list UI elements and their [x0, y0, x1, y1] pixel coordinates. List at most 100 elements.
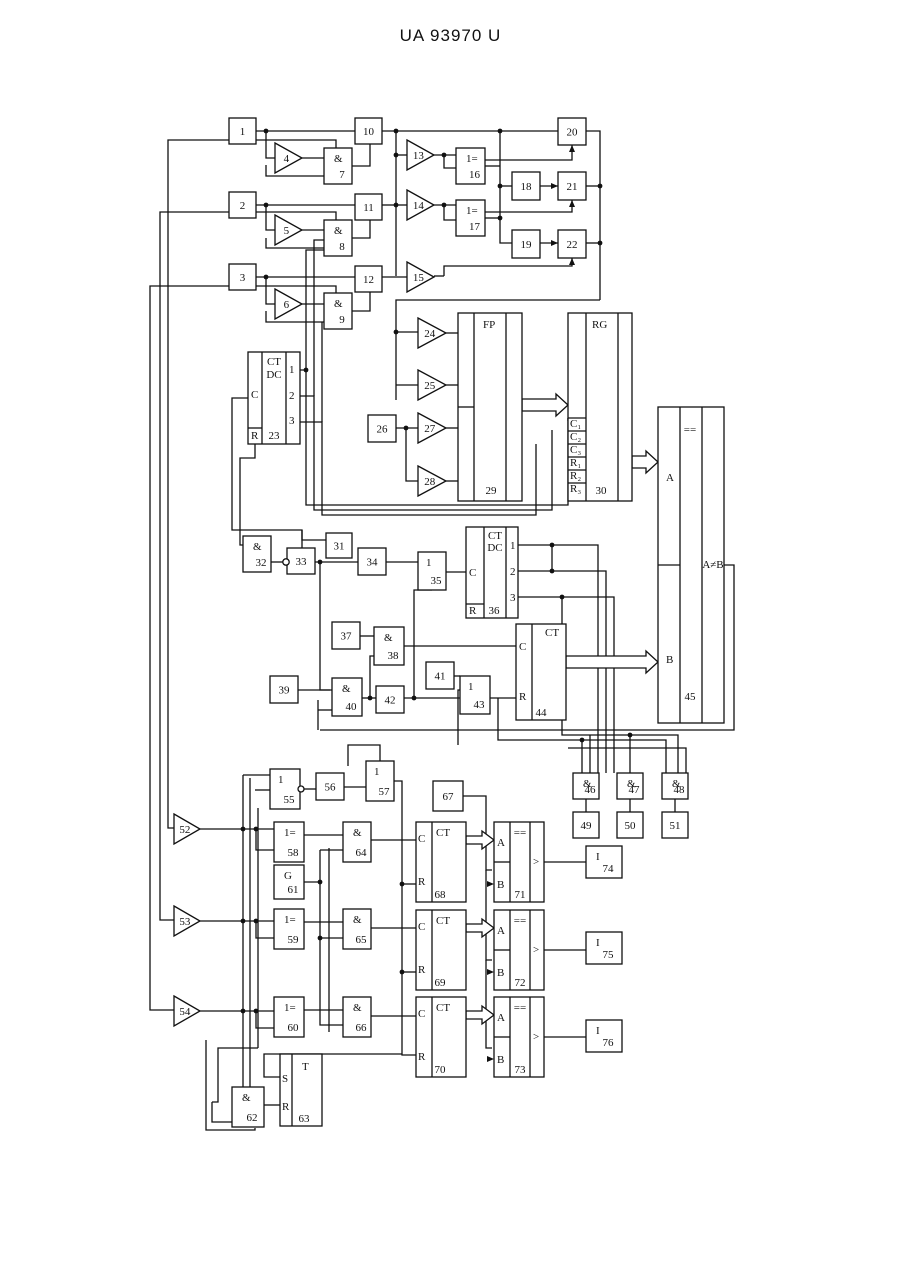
block-39-number: 39 [279, 685, 291, 697]
junction [304, 368, 309, 373]
block-51-number: 51 [670, 820, 681, 832]
cmp-gt-73: > [533, 1031, 539, 1043]
cmp-pin-a-72: A [497, 925, 505, 937]
pin-c-44: C [519, 641, 526, 653]
arrowhead [551, 183, 558, 189]
block-74-number: 74 [603, 863, 615, 875]
block-56-number: 56 [325, 782, 337, 794]
junction [318, 560, 323, 565]
block-59-function: 1= [284, 914, 296, 926]
block-42-number: 42 [385, 695, 396, 707]
junction [498, 216, 503, 221]
pin-s-63: S [282, 1073, 288, 1085]
block-20-number: 20 [567, 127, 579, 139]
rg-pin-r2: R₂ [570, 470, 581, 482]
wire [352, 220, 370, 238]
block-23-number: 23 [269, 430, 281, 442]
block-76-function: I [596, 1025, 600, 1037]
wire [444, 155, 456, 168]
cmp-gt-72: > [533, 944, 539, 956]
block-66-number: 66 [356, 1022, 368, 1034]
junction [550, 543, 555, 548]
block-64-function: & [353, 827, 362, 839]
wire [394, 781, 416, 1055]
block-11-number: 11 [363, 202, 374, 214]
block-31-number: 31 [334, 541, 345, 553]
block-59-number: 59 [288, 934, 300, 946]
block-73-number: 73 [515, 1064, 527, 1076]
block-72-function: == [514, 915, 526, 927]
block-16-function: 1= [466, 153, 478, 165]
junction [254, 1009, 259, 1014]
block-68-number: 68 [435, 889, 447, 901]
block-30-number: 30 [596, 485, 608, 497]
block-35-number: 35 [431, 575, 443, 587]
block-76-number: 76 [603, 1037, 615, 1049]
block-73-function: == [514, 1002, 526, 1014]
block-14-number: 14 [413, 200, 425, 212]
pin-36-out-3: 3 [510, 592, 516, 604]
block-58-number: 58 [288, 847, 300, 859]
block-69-number: 69 [435, 977, 447, 989]
comparator-pin-a: A [666, 472, 674, 484]
wire [168, 140, 336, 828]
block-36-function: DC [487, 542, 502, 554]
junction [394, 203, 399, 208]
rg-pin-c1: C₁ [570, 418, 581, 430]
junction [580, 738, 585, 743]
block-68-function: CT [436, 827, 450, 839]
block-40-function: & [342, 683, 351, 695]
cmp-gt-71: > [533, 856, 539, 868]
block-61-number: 61 [288, 884, 299, 896]
junction [598, 241, 603, 246]
block-8-number: 8 [339, 241, 345, 253]
block-28-number: 28 [424, 476, 436, 488]
block-63-number: 63 [299, 1113, 311, 1125]
block-33-number: 33 [296, 556, 308, 568]
wire [306, 250, 324, 370]
junction [412, 696, 417, 701]
block-75-function: I [596, 937, 600, 949]
junction [264, 203, 269, 208]
block-12-number: 12 [363, 274, 374, 286]
block-36-function: CT [488, 530, 502, 542]
pin-c-36: C [469, 567, 476, 579]
block-23-function: CT [267, 356, 281, 368]
block-29-number: 29 [486, 485, 498, 497]
junction [394, 330, 399, 335]
junction [254, 827, 259, 832]
block-71-number: 71 [515, 889, 526, 901]
data-bus-arrow [466, 831, 494, 849]
block-37-number: 37 [341, 631, 353, 643]
block-62-number: 62 [247, 1112, 258, 1124]
wire [586, 131, 600, 300]
wire [485, 145, 572, 160]
block-62-function: & [242, 1092, 251, 1104]
wire [266, 205, 275, 230]
block-29-function: FP [483, 319, 495, 331]
arrowhead [487, 1056, 494, 1062]
pin-36-out-2: 2 [510, 566, 516, 578]
rg-pin-r3: R₃ [570, 483, 581, 495]
block-72-number: 72 [515, 977, 526, 989]
wire [406, 428, 418, 481]
block-55-number: 55 [284, 794, 296, 806]
wire [256, 829, 274, 850]
block-32-number: 32 [256, 557, 267, 569]
junction [241, 919, 246, 924]
block-34-number: 34 [367, 557, 379, 569]
arrowhead [569, 258, 575, 265]
block-32-function: & [253, 541, 262, 553]
data-bus-arrow [522, 394, 568, 416]
junction [442, 153, 447, 158]
block-19-number: 19 [521, 239, 533, 251]
junction [560, 595, 565, 600]
block-58-function: 1= [284, 827, 296, 839]
junction [550, 569, 555, 574]
block-6-number: 6 [284, 299, 290, 311]
wire [568, 748, 686, 773]
wire [232, 778, 250, 1108]
junction [498, 129, 503, 134]
block-66-function: & [353, 1002, 362, 1014]
block-54-number: 54 [179, 1006, 191, 1018]
